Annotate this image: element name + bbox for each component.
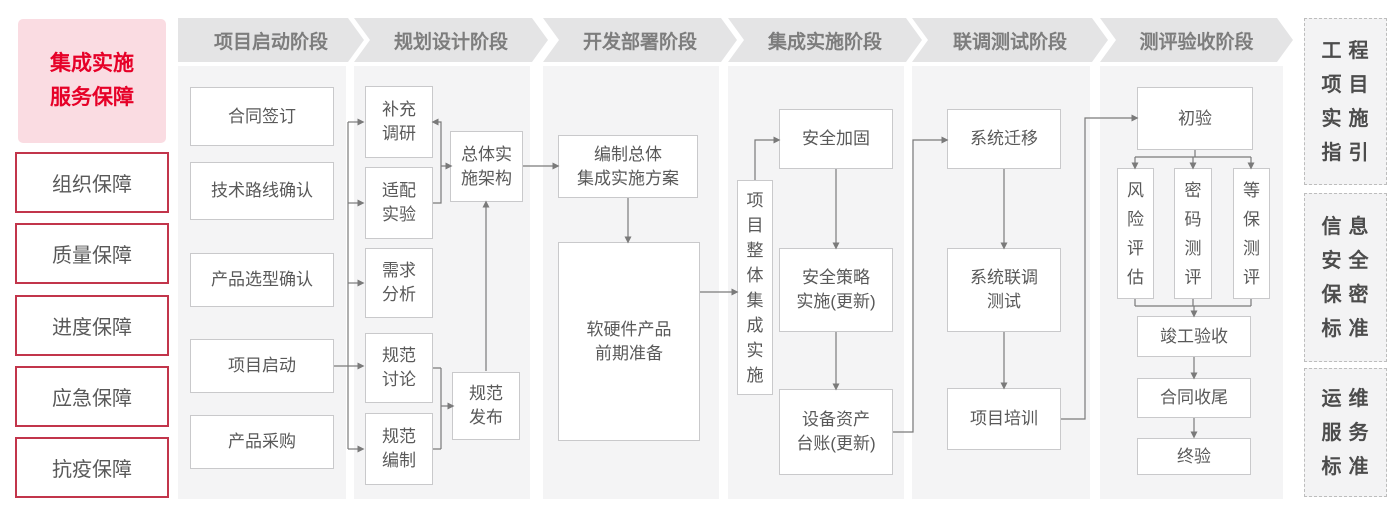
- phase-label: 测评验收阶段: [1139, 31, 1254, 53]
- phase-header-dev-deploy: 开发部署阶段: [543, 18, 737, 62]
- sidebar-item-antiepidemic-guarantee: 抗疫保障: [15, 437, 169, 498]
- standard-card-info-security-confidentiality: 信息 安全 保密 标准: [1304, 193, 1387, 362]
- phase-label: 联调测试阶段: [952, 31, 1067, 53]
- sidebar-item-schedule-guarantee: 进度保障: [15, 295, 169, 356]
- node-spec-compilation: 规范 编制: [365, 413, 433, 485]
- node-system-migration: 系统迁移: [947, 109, 1061, 169]
- phase-label: 规划设计阶段: [393, 31, 508, 53]
- node-mlps-evaluation: 等 保 测 评: [1233, 168, 1270, 299]
- node-product-purchase: 产品采购: [190, 415, 334, 469]
- sidebar-item-quality-guarantee: 质量保障: [15, 223, 169, 284]
- node-asset-ledger-update: 设备资产 台账(更新): [779, 389, 893, 475]
- standard-card-project-implementation-guide: 工程 项目 实施 指引: [1304, 18, 1387, 185]
- phase-header-joint-test: 联调测试阶段: [912, 18, 1108, 62]
- phase-label: 开发部署阶段: [582, 31, 697, 53]
- node-completion-acceptance: 竣工验收: [1137, 316, 1251, 357]
- sidebar-title-card: 集成实施 服务保障: [18, 19, 166, 143]
- sidebar-item-organization-guarantee: 组织保障: [15, 152, 169, 213]
- node-overall-integration-impl: 项 目 整 体 集 成 实 施: [737, 180, 773, 395]
- phase-label: 集成实施阶段: [767, 31, 882, 53]
- node-tech-route-confirm: 技术路线确认: [190, 162, 334, 220]
- node-system-joint-test: 系统联调 测试: [947, 248, 1061, 332]
- node-overall-integration-plan: 编制总体 集成实施方案: [558, 135, 698, 198]
- node-project-kickoff: 项目启动: [190, 339, 334, 393]
- node-product-selection-confirm: 产品选型确认: [190, 253, 334, 307]
- node-security-hardening: 安全加固: [779, 109, 893, 169]
- phase-header-evaluation-acceptance: 测评验收阶段: [1100, 18, 1293, 62]
- node-spec-release: 规范 发布: [452, 372, 520, 440]
- node-contract-closure: 合同收尾: [1137, 378, 1251, 418]
- phase-header-integration-impl: 集成实施阶段: [728, 18, 922, 62]
- node-security-policy-impl: 安全策略 实施(更新): [779, 248, 893, 332]
- node-crypto-evaluation: 密 码 测 评: [1174, 168, 1212, 299]
- sidebar-item-emergency-guarantee: 应急保障: [15, 366, 169, 427]
- node-initial-acceptance: 初验: [1137, 87, 1253, 150]
- node-supplement-research: 补充 调研: [365, 86, 433, 158]
- node-final-acceptance: 终验: [1137, 438, 1251, 475]
- phase-header-planning-design: 规划设计阶段: [354, 18, 548, 62]
- node-overall-impl-architecture: 总体实 施架构: [450, 131, 523, 202]
- phase-label: 项目启动阶段: [213, 31, 328, 53]
- node-project-training: 项目培训: [947, 388, 1061, 450]
- node-risk-assessment: 风 险 评 估: [1117, 168, 1154, 299]
- sidebar-title: 集成实施 服务保障: [50, 52, 134, 109]
- node-hw-sw-preparation: 软硬件产品 前期准备: [558, 242, 700, 441]
- phase-header-project-initiation: 项目启动阶段: [178, 18, 364, 62]
- node-contract-signing: 合同签订: [190, 87, 334, 146]
- node-spec-discussion: 规范 讨论: [365, 333, 433, 403]
- node-requirement-analysis: 需求 分析: [365, 248, 433, 318]
- standard-card-operation-service: 运维 服务 标准: [1304, 368, 1387, 497]
- node-adaptation-experiment: 适配 实验: [365, 167, 433, 239]
